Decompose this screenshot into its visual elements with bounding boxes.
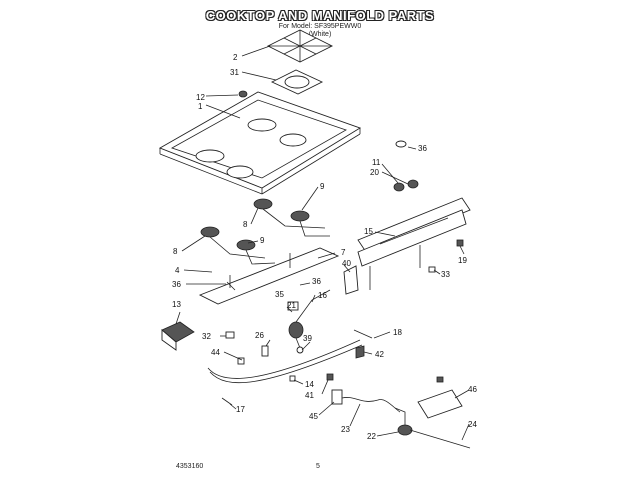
burner-pair-upper xyxy=(253,198,330,237)
valve-assembly-part xyxy=(261,289,331,357)
page-number: 5 xyxy=(316,463,320,470)
tube-24-part xyxy=(409,429,471,449)
callout-21: 21 xyxy=(287,301,296,310)
callout-17: 17 xyxy=(236,405,245,414)
callout-39: 39 xyxy=(303,334,312,343)
callout-8-upper: 8 xyxy=(243,220,248,229)
wiring-harness-part xyxy=(331,389,401,413)
callout-45: 45 xyxy=(309,412,318,421)
callout-24: 24 xyxy=(468,420,477,429)
regulator-part xyxy=(394,407,413,436)
part-36-lower xyxy=(226,281,236,291)
callout-26: 26 xyxy=(255,331,264,340)
bracket-40-part xyxy=(343,265,359,295)
callout-42: 42 xyxy=(375,350,384,359)
doc-number: 4353160 xyxy=(176,463,204,470)
callout-40: 40 xyxy=(342,259,351,268)
knob-parts xyxy=(393,179,419,192)
clip-36-part xyxy=(395,140,407,148)
callout-23: 23 xyxy=(341,425,350,434)
callout-31: 31 xyxy=(230,68,239,77)
callout-13: 13 xyxy=(172,300,181,309)
leader-lines xyxy=(175,45,470,441)
callout-32: 32 xyxy=(202,332,211,341)
callout-36-left: 36 xyxy=(172,280,181,289)
callout-33: 33 xyxy=(441,270,450,279)
cooktop-part xyxy=(158,91,362,195)
callout-16: 16 xyxy=(318,291,327,300)
callout-9-lower: 9 xyxy=(260,236,265,245)
part-32 xyxy=(225,331,235,339)
part-42 xyxy=(355,345,365,359)
callout-46: 46 xyxy=(468,385,477,394)
callout-11: 11 xyxy=(372,158,381,167)
model-line: For Model: SF395PEWW0 xyxy=(278,23,362,30)
callout-8-lower: 8 xyxy=(173,247,178,256)
pouch-46-part xyxy=(417,376,463,419)
callout-18: 18 xyxy=(393,328,402,337)
callout-41: 41 xyxy=(305,391,314,400)
callout-44: 44 xyxy=(211,348,220,357)
burner-pair-lower xyxy=(200,226,276,265)
callout-4: 4 xyxy=(175,266,180,275)
grate-part xyxy=(266,29,334,63)
callout-35: 35 xyxy=(275,290,284,299)
color-line: (White) xyxy=(308,31,332,38)
callout-22: 22 xyxy=(367,432,376,441)
callout-14: 14 xyxy=(305,380,314,389)
callout-1: 1 xyxy=(198,102,203,111)
burner-ring-part xyxy=(270,69,324,95)
callout-9-upper: 9 xyxy=(320,182,325,191)
part-18 xyxy=(353,329,373,339)
callout-20: 20 xyxy=(370,168,379,177)
callout-19: 19 xyxy=(458,256,467,265)
callout-15: 15 xyxy=(364,227,373,236)
screw-12-part xyxy=(238,90,248,98)
part-41 xyxy=(326,373,334,381)
manifold-panel-part xyxy=(357,197,471,290)
callout-36-top: 36 xyxy=(418,144,427,153)
diagram-title: COOKTOP AND MANIFOLD PARTS xyxy=(205,8,435,23)
callout-7: 7 xyxy=(341,248,346,257)
spark-module-part xyxy=(161,321,195,351)
callout-36-mid: 36 xyxy=(312,277,321,286)
manifold-pipe-part xyxy=(207,339,363,384)
callout-12: 12 xyxy=(196,93,205,102)
callout-2: 2 xyxy=(233,53,238,62)
